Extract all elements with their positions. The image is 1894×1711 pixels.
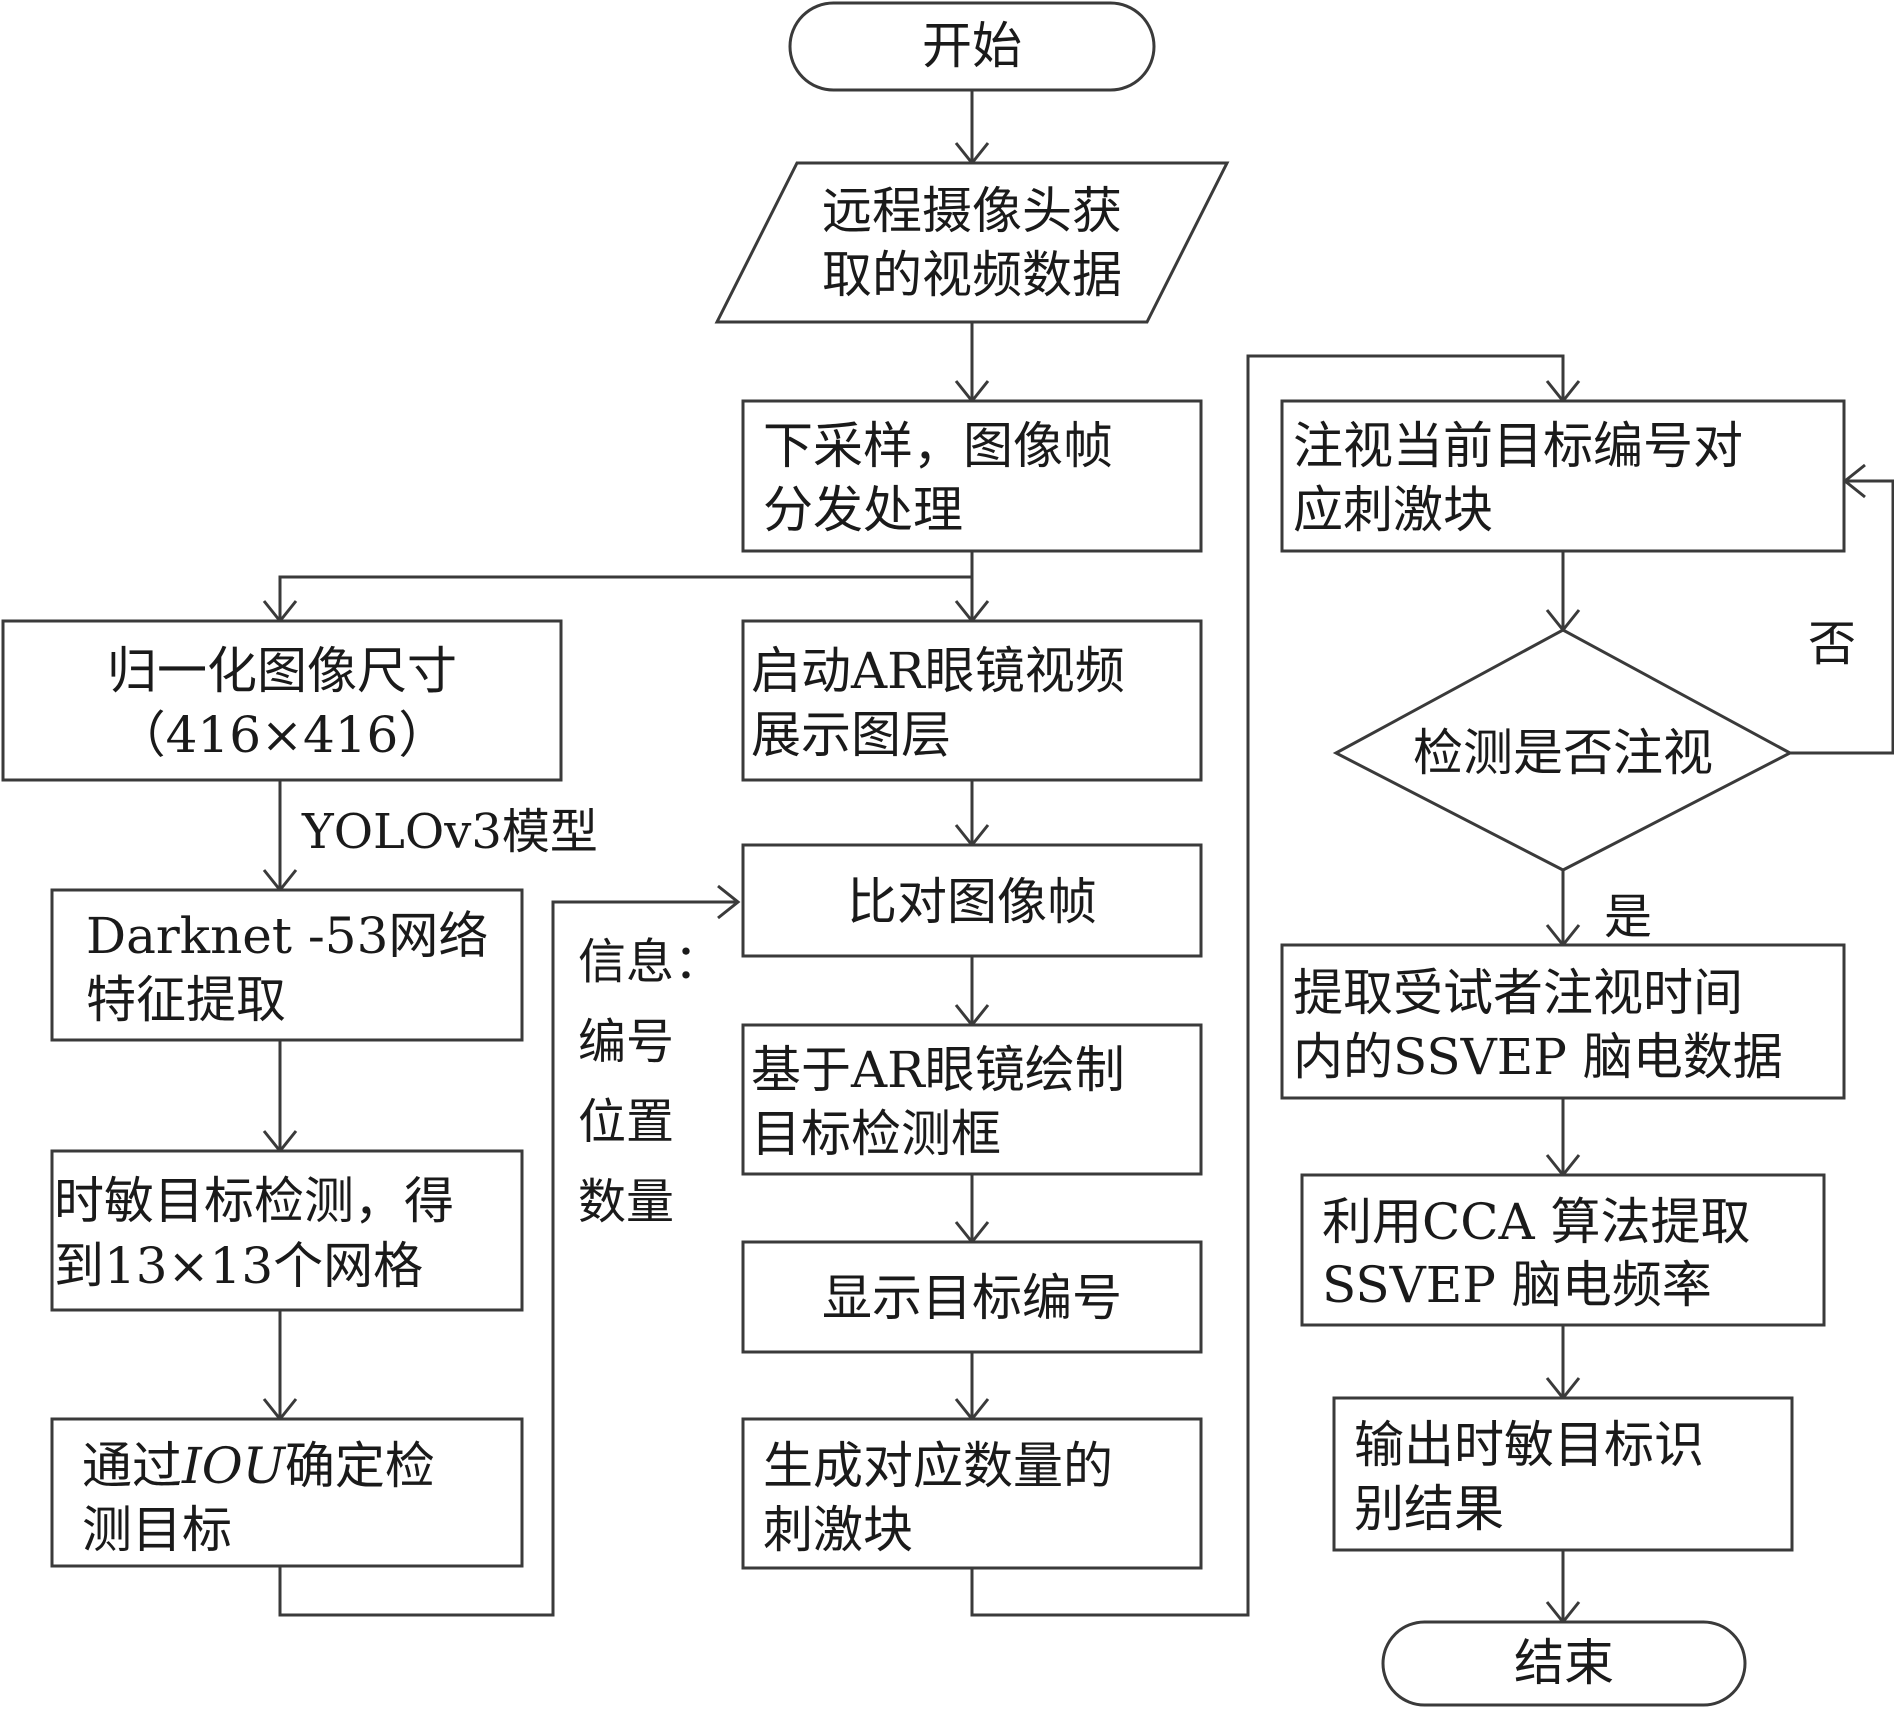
extract-box <box>1280 943 1846 1100</box>
info-label-line3: 位置 <box>578 1094 674 1150</box>
compare-box <box>741 843 1203 958</box>
darknet-box <box>50 888 524 1042</box>
stimuli-label-line1: 生成对应数量的 <box>763 1437 1113 1495</box>
iou-label-line1: 通过IOU确定检 <box>82 1437 435 1495</box>
node-decision: 检测是否注视 <box>1332 628 1794 872</box>
node-end: 结束 <box>1381 1620 1747 1707</box>
arrowhead-right <box>717 884 741 920</box>
downsample-box <box>741 399 1203 553</box>
yes-branch-label: 是 <box>1604 889 1652 945</box>
downsample-label-line2: 分发处理 <box>763 481 963 539</box>
decision-label: 检测是否注视 <box>1413 724 1713 782</box>
ar-view-label-line1: 启动AR眼镜视频 <box>751 642 1125 700</box>
iou-label-suffix: 确定检 <box>285 1437 435 1495</box>
node-show-id: 显示目标编号 <box>741 1240 1203 1354</box>
darknet-label-line1: Darknet -53网络 <box>86 907 488 965</box>
node-output: 输出时敏目标识 别结果 <box>1332 1396 1794 1552</box>
normalize-label-line1: 归一化图像尺寸 <box>107 642 457 700</box>
compare-label: 比对图像帧 <box>847 873 1097 931</box>
node-start: 开始 <box>788 1 1156 92</box>
cca-label-line2: SSVEP 脑电频率 <box>1322 1256 1712 1314</box>
detect-label-line2: 到13×13个网格 <box>54 1237 423 1295</box>
node-darknet: Darknet -53网络 特征提取 <box>50 888 524 1042</box>
iou-box <box>50 1417 524 1568</box>
output-label-line2: 别结果 <box>1354 1480 1504 1538</box>
node-stimuli: 生成对应数量的 刺激块 <box>741 1417 1203 1570</box>
node-downsample: 下采样，图像帧 分发处理 <box>741 399 1203 553</box>
yolo-model-label: YOLOv3模型 <box>301 804 598 860</box>
normalize-box <box>1 619 563 782</box>
darknet-label-line2: 特征提取 <box>86 971 286 1029</box>
edge-iou-compare <box>278 900 738 1617</box>
info-label-line1: 信息： <box>578 934 722 990</box>
node-input: 远程摄像头获 取的视频数据 <box>714 161 1230 324</box>
detect-box <box>50 1149 524 1312</box>
ar-view-box <box>741 619 1203 782</box>
edge-stimuli-gaze <box>970 354 1565 1617</box>
node-extract: 提取受试者注视时间 内的SSVEP 脑电数据 <box>1280 943 1846 1100</box>
extract-label-line2: 内的SSVEP 脑电数据 <box>1293 1028 1783 1086</box>
show-id-box <box>741 1240 1203 1354</box>
cca-box <box>1300 1173 1826 1327</box>
output-label-line1: 输出时敏目标识 <box>1354 1416 1704 1474</box>
node-gaze: 注视当前目标编号对 应刺激块 <box>1280 399 1846 553</box>
gaze-label-line2: 应刺激块 <box>1293 481 1493 539</box>
start-label: 开始 <box>922 17 1022 75</box>
extract-label-line1: 提取受试者注视时间 <box>1293 964 1743 1022</box>
draw-box-box <box>741 1023 1203 1176</box>
node-detect: 时敏目标检测，得 到13×13个网格 <box>50 1149 524 1312</box>
node-cca: 利用CCA 算法提取 SSVEP 脑电频率 <box>1300 1173 1826 1327</box>
edge-downsample-split <box>278 551 974 621</box>
gaze-box <box>1280 399 1846 553</box>
iou-label-prefix: 通过 <box>82 1437 182 1495</box>
edge-decision-no-loop <box>1790 479 1894 755</box>
output-box <box>1332 1396 1794 1552</box>
draw-box-label-line2: 目标检测框 <box>751 1105 1001 1163</box>
normalize-label-line2: （416×416） <box>116 706 449 764</box>
node-normalize: 归一化图像尺寸 （416×416） <box>1 619 563 782</box>
node-compare: 比对图像帧 <box>741 843 1203 958</box>
input-label-line1: 远程摄像头获 <box>822 182 1122 240</box>
stimuli-box <box>741 1417 1203 1570</box>
downsample-label-line1: 下采样，图像帧 <box>763 417 1113 475</box>
iou-label-line2: 测目标 <box>82 1501 232 1559</box>
start-terminal-shape <box>788 1 1156 92</box>
info-label-line2: 编号 <box>578 1014 674 1070</box>
iou-label-italic: IOU <box>181 1437 287 1495</box>
show-id-label: 显示目标编号 <box>822 1269 1122 1327</box>
input-label-line2: 取的视频数据 <box>822 246 1122 304</box>
node-iou: 通过IOU确定检 测目标 <box>50 1417 524 1568</box>
end-terminal-shape <box>1381 1620 1747 1707</box>
edges <box>278 90 1894 1622</box>
edge-labels: YOLOv3模型 信息： 编号 位置 数量 否 是 <box>301 616 1856 1230</box>
detect-label-line1: 时敏目标检测，得 <box>54 1172 454 1230</box>
input-parallelogram-shape <box>714 161 1230 324</box>
ar-view-label-line2: 展示图层 <box>751 706 951 764</box>
node-draw-box: 基于AR眼镜绘制 目标检测框 <box>741 1023 1203 1176</box>
end-label: 结束 <box>1514 1634 1614 1692</box>
draw-box-label-line1: 基于AR眼镜绘制 <box>751 1041 1125 1099</box>
stimuli-label-line2: 刺激块 <box>763 1501 913 1559</box>
decision-diamond-shape <box>1332 628 1794 872</box>
gaze-label-line1: 注视当前目标编号对 <box>1293 417 1743 475</box>
node-ar-view: 启动AR眼镜视频 展示图层 <box>741 619 1203 782</box>
info-label-line4: 数量 <box>578 1174 674 1230</box>
cca-label-line1: 利用CCA 算法提取 <box>1322 1193 1751 1251</box>
no-branch-label: 否 <box>1808 616 1856 672</box>
